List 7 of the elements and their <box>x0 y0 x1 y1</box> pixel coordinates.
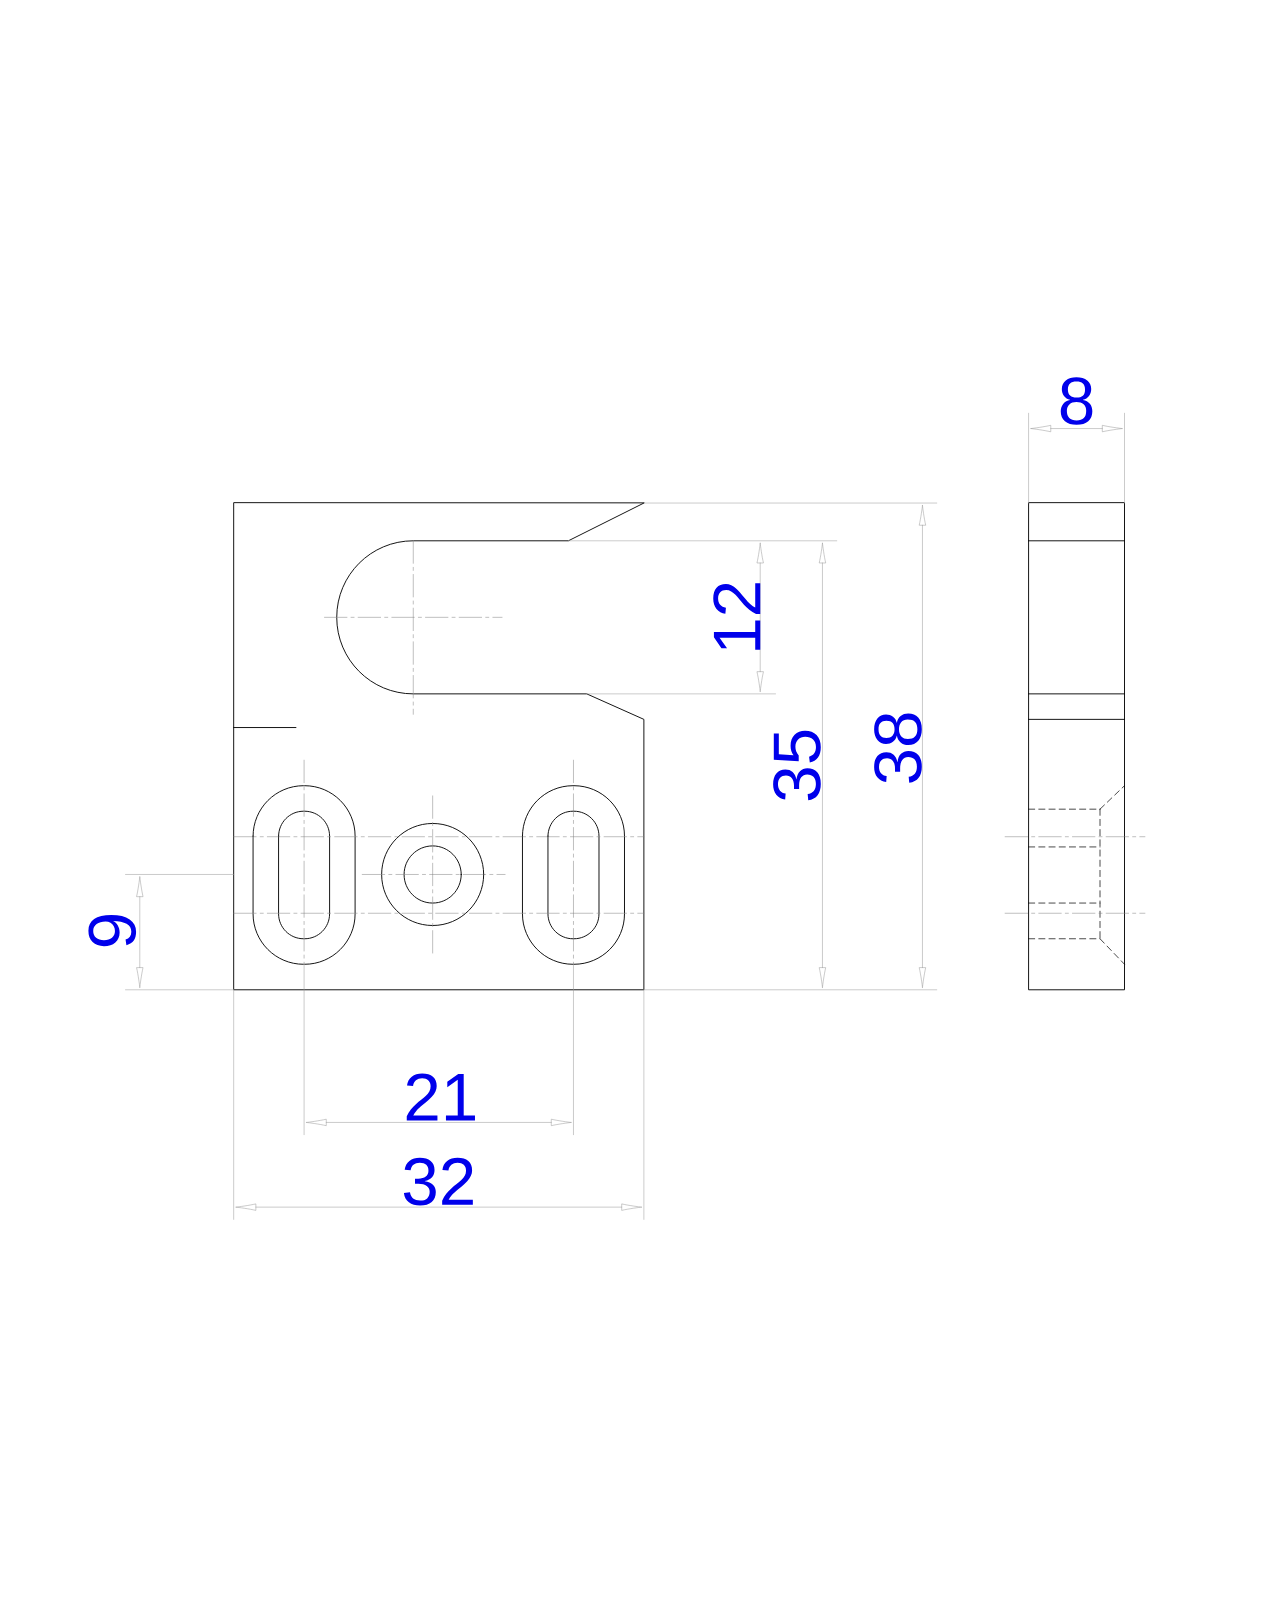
dimension-text: 32 <box>404 1157 474 1206</box>
dimension-text: 12 <box>713 583 761 650</box>
dimension-text: 21 <box>406 1073 476 1121</box>
dimension-text: 8 <box>1060 377 1093 425</box>
dimension-text: 38 <box>874 713 922 783</box>
dimension-text: 9 <box>88 915 137 947</box>
dimension-text: 35 <box>773 730 821 801</box>
